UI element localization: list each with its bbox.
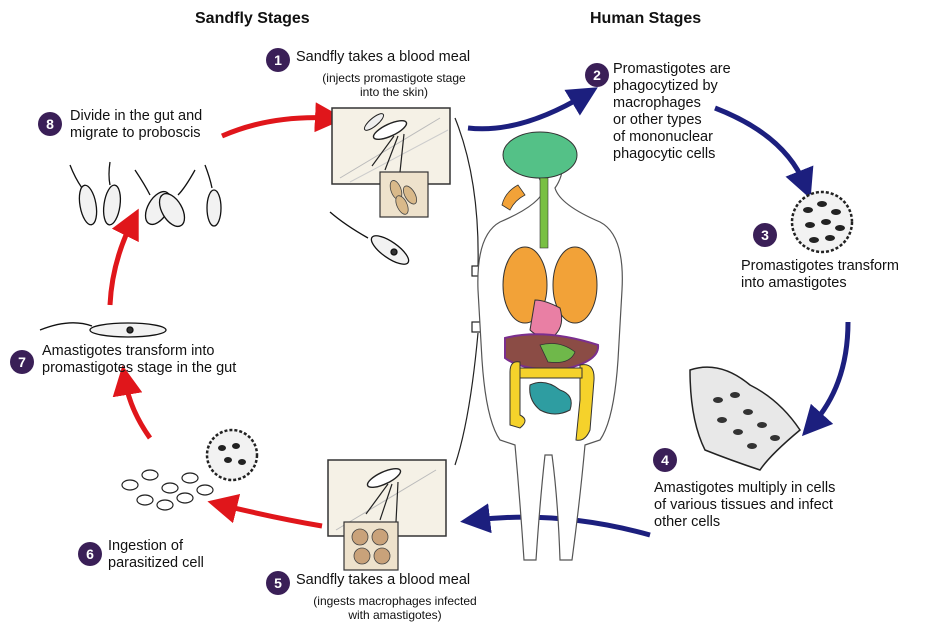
human-body: [478, 132, 622, 560]
human-stages-header: Human Stages: [590, 10, 701, 28]
elongated-promastigote: [40, 323, 166, 337]
step-8-badge: 8: [38, 112, 62, 136]
step-7-line2: promastigotes stage in the gut: [42, 360, 236, 377]
step-3-line1: Promastigotes transform: [741, 258, 899, 275]
step-1-note-line1: (injects promastigote stage: [296, 71, 492, 85]
connector-bottom: [455, 333, 478, 465]
dividing-promastigotes: [70, 162, 221, 231]
step-8-line1: Divide in the gut and: [70, 108, 202, 125]
step-5-note-line2: with amastigotes): [290, 608, 500, 622]
arrow-5-to-6: [222, 505, 322, 526]
step-5-note: (ingests macrophages infected with amast…: [290, 594, 500, 622]
sandfly-panel-bottom: [328, 460, 446, 570]
step-1-note-line2: into the skin): [296, 85, 492, 99]
step-1-note: (injects promastigote stage into the ski…: [296, 71, 492, 99]
sandfly-stages-header: Sandfly Stages: [195, 10, 310, 28]
arrow-7-to-8: [110, 222, 132, 305]
step-5-note-line1: (ingests macrophages infected: [290, 594, 500, 608]
step-4-line1: Amastigotes multiply in cells: [654, 480, 835, 497]
step-7-badge: 7: [10, 350, 34, 374]
parasitized-cell-ingestion: [122, 430, 257, 510]
step-4-badge: 4: [653, 448, 677, 472]
sandfly-panel-top: [332, 108, 450, 217]
step-7-label: Amastigotes transform into promastigotes…: [42, 343, 236, 377]
step-4-line2: of various tissues and infect: [654, 497, 835, 514]
promastigote-drawing: [330, 212, 413, 269]
step-2-line4: or other types: [613, 112, 731, 129]
step-6-badge: 6: [78, 542, 102, 566]
arrow-3-to-4: [812, 322, 848, 425]
step-3-label: Promastigotes transform into amastigotes: [741, 258, 899, 292]
step-7-line1: Amastigotes transform into: [42, 343, 236, 360]
step-2-line5: of mononuclear: [613, 129, 731, 146]
step-2-line6: phagocytic cells: [613, 146, 731, 163]
step-2-line2: phagocytized by: [613, 78, 731, 95]
step-6-line2: parasitized cell: [108, 555, 204, 572]
arrow-1-to-2: [468, 95, 585, 129]
connector-top: [455, 118, 478, 268]
macrophage-with-amastigotes: [792, 192, 852, 252]
step-2-line3: macrophages: [613, 95, 731, 112]
step-2-label: Promastigotes are phagocytized by macrop…: [613, 61, 731, 163]
arrow-8-to-1: [222, 118, 330, 136]
step-1-badge: 1: [266, 48, 290, 72]
step-2-badge: 2: [585, 63, 609, 87]
step-8-label: Divide in the gut and migrate to probosc…: [70, 108, 202, 142]
step-6-line1: Ingestion of: [108, 538, 204, 555]
step-3-line2: into amastigotes: [741, 275, 899, 292]
infected-tissue: [690, 367, 800, 470]
step-5-label: Sandfly takes a blood meal: [296, 572, 470, 589]
step-3-badge: 3: [753, 223, 777, 247]
step-4-line3: other cells: [654, 514, 835, 531]
step-6-label: Ingestion of parasitized cell: [108, 538, 204, 572]
step-1-label: Sandfly takes a blood meal: [296, 49, 470, 66]
step-8-line2: migrate to proboscis: [70, 125, 202, 142]
step-2-line1: Promastigotes are: [613, 61, 731, 78]
step-5-badge: 5: [266, 571, 290, 595]
arrow-6-to-7: [125, 380, 150, 438]
step-4-label: Amastigotes multiply in cells of various…: [654, 480, 835, 531]
